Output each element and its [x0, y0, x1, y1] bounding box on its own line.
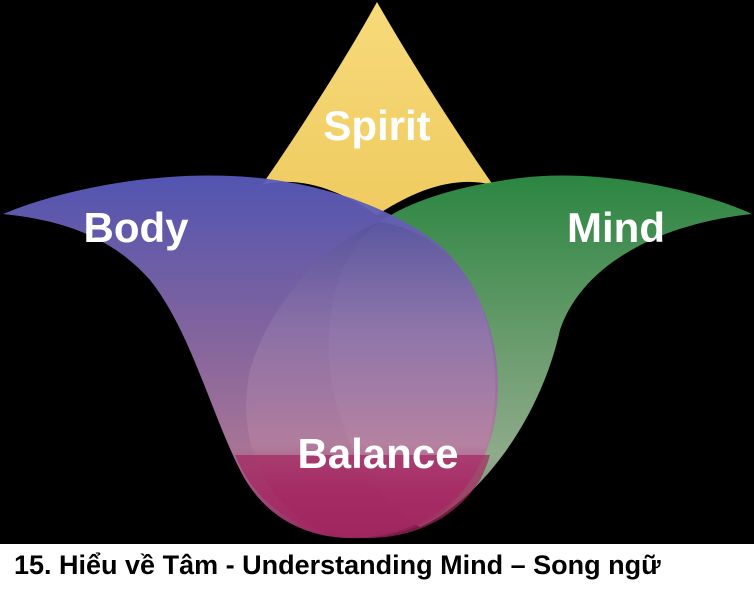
mind-label: Mind [567, 204, 665, 251]
balance-base [235, 455, 490, 539]
spirit-label: Spirit [323, 102, 430, 149]
spirit-petal [262, 2, 493, 215]
lotus-diagram: Spirit Body Mind Balance [3, 2, 752, 539]
body-label: Body [84, 204, 190, 251]
figure-caption: 15. Hiểu về Tâm - Understanding Mind – S… [14, 550, 661, 580]
balance-label: Balance [297, 430, 458, 477]
lotus-diagram-panel: Spirit Body Mind Balance [0, 0, 754, 544]
